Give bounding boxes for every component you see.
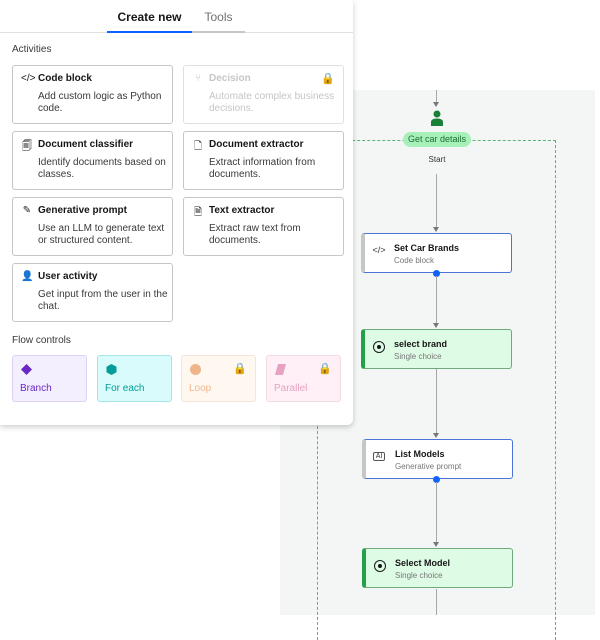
card-title: Document classifier xyxy=(38,139,134,150)
code-icon: </> xyxy=(372,245,386,255)
circle-icon xyxy=(190,364,201,375)
connector xyxy=(436,174,437,230)
flow-label: Loop xyxy=(189,383,212,394)
document-extractor-icon: 🗋 xyxy=(193,141,203,152)
parallelogram-icon xyxy=(275,364,286,375)
group-label[interactable]: Get car details xyxy=(403,132,471,147)
flow-loop: Loop 🔒 xyxy=(181,355,256,402)
card-desc: Extract raw text from documents. xyxy=(209,223,301,246)
connector xyxy=(436,369,437,433)
card-title: Decision xyxy=(209,73,251,84)
decision-icon: ⑂ xyxy=(195,73,201,84)
arrow-icon xyxy=(433,542,439,547)
text-extractor-icon: 🗎 xyxy=(193,207,203,218)
card-title: Document extractor xyxy=(209,139,304,150)
connector xyxy=(436,276,437,324)
lock-icon: 🔒 xyxy=(321,73,335,85)
user-icon: 👤 xyxy=(21,271,34,282)
node-subtitle: Single choice xyxy=(395,571,443,580)
tab-create-new[interactable]: Create new xyxy=(107,0,192,33)
create-panel: Create new Tools Activities </>Code bloc… xyxy=(0,0,353,425)
node-subtitle: Single choice xyxy=(394,352,442,361)
card-title: Code block xyxy=(38,73,92,84)
card-desc: Add custom logic as Python code. xyxy=(38,91,162,114)
flow-branch[interactable]: Branch xyxy=(12,355,87,402)
code-icon: </> xyxy=(21,73,36,84)
card-desc: Identify documents based on classes. xyxy=(38,157,166,180)
hexagon-icon xyxy=(106,364,117,375)
flow-controls-heading: Flow controls xyxy=(12,335,71,346)
node-select-brand[interactable]: select brand Single choice xyxy=(361,329,512,369)
ai-icon: AI xyxy=(373,452,385,461)
arrow-icon xyxy=(433,433,439,438)
node-subtitle: Code block xyxy=(394,256,435,265)
card-title: Text extractor xyxy=(209,205,275,216)
flow-label: Parallel xyxy=(274,383,308,394)
card-desc: Extract information from documents. xyxy=(209,157,316,180)
lock-icon: 🔒 xyxy=(318,363,332,375)
card-desc: Automate complex business decisions. xyxy=(209,91,335,114)
node-list-models[interactable]: AI List Models Generative prompt xyxy=(362,439,513,479)
tab-bar: Create new Tools xyxy=(0,0,353,33)
node-title: Select Model xyxy=(395,558,451,568)
flow-label: For each xyxy=(105,383,145,394)
lock-icon: 🔒 xyxy=(233,363,247,375)
start-label: Start xyxy=(428,155,446,164)
arrow-icon xyxy=(433,227,439,232)
document-classifier-icon: 🗐 xyxy=(22,141,32,152)
node-title: List Models xyxy=(395,449,445,459)
tab-tools[interactable]: Tools xyxy=(192,0,245,33)
node-subtitle: Generative prompt xyxy=(395,462,462,471)
card-title: User activity xyxy=(38,271,98,282)
card-title: Generative prompt xyxy=(38,205,127,216)
connection-handle[interactable] xyxy=(433,270,440,277)
pencil-icon: ✎ xyxy=(22,205,32,216)
connector xyxy=(436,90,437,104)
card-desc: Get input from the user in the chat. xyxy=(38,289,168,312)
card-desc: Use an LLM to generate text or structure… xyxy=(38,223,165,246)
connection-handle[interactable] xyxy=(433,476,440,483)
arrow-icon xyxy=(433,323,439,328)
flow-label: Branch xyxy=(20,383,52,394)
arrow-icon xyxy=(433,102,439,107)
flow-parallel: Parallel 🔒 xyxy=(266,355,341,402)
diamond-icon xyxy=(21,364,32,375)
activities-heading: Activities xyxy=(12,44,52,55)
node-select-model[interactable]: Select Model Single choice xyxy=(362,548,513,588)
radio-icon xyxy=(373,560,387,574)
node-set-car-brands[interactable]: </> Set Car Brands Code block xyxy=(361,233,512,273)
connector xyxy=(436,589,437,615)
connector xyxy=(436,482,437,542)
node-title: select brand xyxy=(394,339,448,349)
radio-icon xyxy=(372,341,386,355)
node-title: Set Car Brands xyxy=(394,243,460,253)
flow-for-each[interactable]: For each xyxy=(97,355,172,402)
user-activity-icon xyxy=(431,110,443,126)
